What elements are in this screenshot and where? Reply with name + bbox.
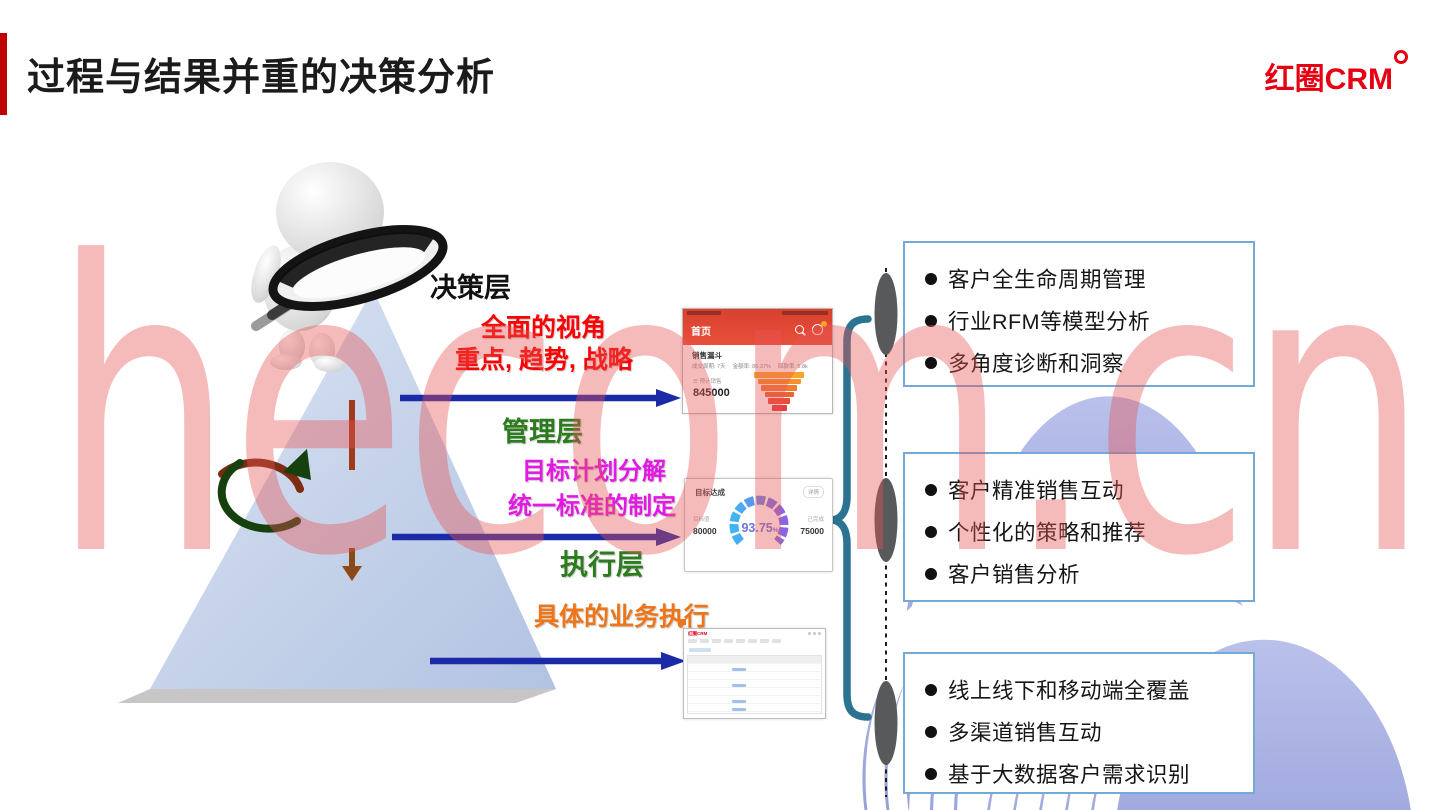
bullet-icon xyxy=(925,767,937,780)
connector-node xyxy=(874,681,898,765)
search-icon xyxy=(795,325,804,334)
funnel-chart xyxy=(751,372,807,411)
connector-node xyxy=(874,478,898,562)
metric-label: ☰ 预计销售 xyxy=(693,379,722,385)
bullet-icon xyxy=(925,272,937,285)
table-filter-link xyxy=(689,648,711,652)
label-full-view: 全面的视角 xyxy=(481,314,607,342)
list-item: 行业RFM等模型分析 xyxy=(925,305,1243,336)
pyramid xyxy=(150,289,556,689)
list-item: 客户全生命周期管理 xyxy=(925,263,1243,294)
bullet-icon xyxy=(925,356,937,369)
cycle-arrow xyxy=(217,449,311,533)
bullet-icon xyxy=(925,525,937,538)
table-app-logo: 红圈CRM xyxy=(688,631,708,636)
gauge-detail-link: 详情 xyxy=(802,486,824,498)
list-item: 线上线下和移动端全覆盖 xyxy=(925,674,1243,705)
mobile-status-bar xyxy=(687,311,828,317)
bullet-icon xyxy=(925,725,937,738)
logo-ring-icon xyxy=(1394,50,1408,64)
funnel-stat: 成交周期: 7天 xyxy=(692,364,726,370)
title-accent-bar xyxy=(0,33,7,115)
label-business-execution: 具体的业务执行 xyxy=(534,603,710,631)
list-item: 基于大数据客户需求识别 xyxy=(925,758,1243,789)
brand-logo: 红圈CRM xyxy=(1264,50,1408,98)
bullet-icon xyxy=(925,314,937,327)
benefit-box-management: 客户精准销售互动 个性化的策略和推荐 客户销售分析 xyxy=(903,452,1255,602)
level-arrows xyxy=(392,389,686,670)
screenshot-web-table: 红圈CRM xyxy=(683,628,826,719)
list-item: 客户精准销售互动 xyxy=(925,474,1243,505)
window-controls xyxy=(808,632,821,635)
brand-logo-text: 红圈CRM xyxy=(1264,63,1393,96)
label-management-layer: 管理层 xyxy=(502,417,583,447)
benefit-box-decision: 客户全生命周期管理 行业RFM等模型分析 多角度诊断和洞察 xyxy=(903,241,1255,387)
metric-value: 845000 xyxy=(693,387,730,399)
funnel-card-title: 销售漏斗 xyxy=(692,351,722,360)
mobile-header: 首页 xyxy=(683,309,832,345)
gauge-value: 93.75% xyxy=(741,521,779,535)
data-table xyxy=(687,655,822,714)
pyramid-shadow xyxy=(118,689,556,703)
bell-icon xyxy=(812,324,823,335)
benefit-box-execution: 线上线下和移动端全覆盖 多渠道销售互动 基于大数据客户需求识别 xyxy=(903,652,1255,794)
gauge-chart xyxy=(729,495,789,546)
tab-marker xyxy=(680,619,686,625)
gauge-card-title: 目标达成 xyxy=(695,488,725,497)
list-item: 多角度诊断和洞察 xyxy=(925,347,1243,378)
bullet-icon xyxy=(925,683,937,696)
notification-badge xyxy=(821,321,827,327)
label-focus-trend: 重点, 趋势, 战略 xyxy=(455,346,633,374)
page-title: 过程与结果并重的决策分析 xyxy=(27,57,496,99)
magnifier-icon xyxy=(251,225,448,331)
curly-brace xyxy=(831,315,872,721)
connector-node xyxy=(874,273,898,355)
magnifier-person-figure xyxy=(251,162,448,372)
label-execution-layer: 执行层 xyxy=(560,549,645,580)
table-toolbar xyxy=(688,639,821,645)
vertical-flow-arrows xyxy=(342,400,362,581)
bullet-icon xyxy=(925,567,937,580)
label-goal-decompose: 目标计划分解 xyxy=(522,458,666,485)
funnel-stat: 金额率: 86.37% xyxy=(732,364,771,370)
bullet-icon xyxy=(925,483,937,496)
funnel-stat: 回款率: 5.8k xyxy=(777,364,808,370)
label-unified-standard: 统一标准的制定 xyxy=(508,493,676,520)
screenshot-mobile-funnel: 首页 销售漏斗 成交周期: 7天 金额率: 86.37% 回款率: 5.8k ☰… xyxy=(682,308,833,414)
list-item: 客户销售分析 xyxy=(925,558,1243,589)
list-item: 多渠道销售互动 xyxy=(925,716,1243,747)
list-item: 个性化的策略和推荐 xyxy=(925,516,1243,547)
funnel-stats: 成交周期: 7天 金额率: 86.37% 回款率: 5.8k xyxy=(692,362,828,370)
mobile-nav-title: 首页 xyxy=(691,327,711,338)
label-decision-layer: 决策层 xyxy=(430,273,511,303)
